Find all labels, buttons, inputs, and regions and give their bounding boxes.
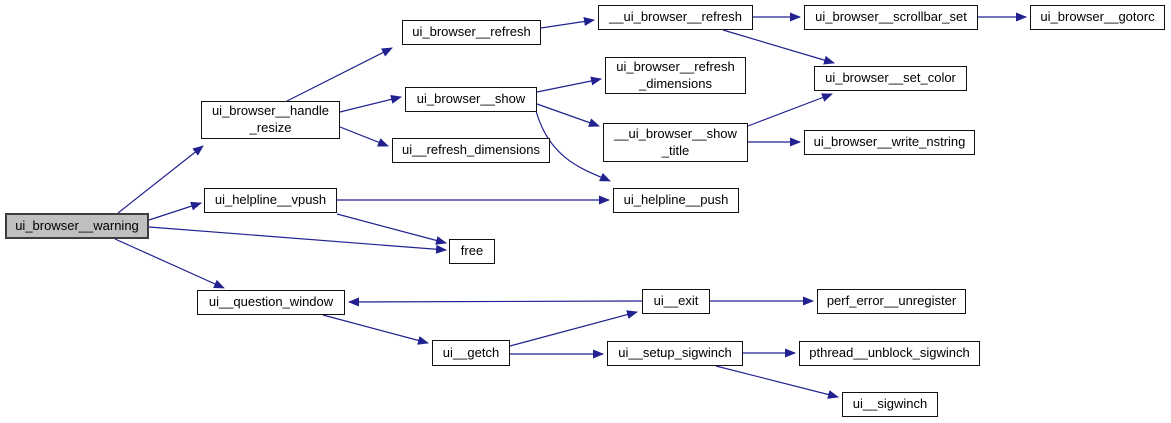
node-ui_browser__set_color[interactable]: ui_browser__set_color	[814, 66, 967, 91]
edge-ui_browser__show-to-ui_browser__refresh_dimensions	[536, 76, 602, 93]
node-ui_browser__gotorc[interactable]: ui_browser__gotorc	[1030, 5, 1165, 30]
edge-ui__question_window-to-ui__getch	[322, 314, 429, 345]
edge-ui_browser__show-to-ui_helpline__push	[535, 110, 611, 182]
node-ui_browser__refresh_dimensions[interactable]: ui_browser__refresh _dimensions	[605, 57, 746, 94]
node-ui__setup_sigwinch[interactable]: ui__setup_sigwinch	[607, 341, 743, 366]
node-ui_browser__write_nstring[interactable]: ui_browser__write_nstring	[804, 130, 975, 155]
edge-__ui_browser__show_title-to-ui_browser__set_color	[747, 93, 833, 127]
node-ui__refresh_dimensions[interactable]: ui__refresh_dimensions	[392, 138, 550, 163]
edge-ui_browser__show-to-__ui_browser__show_title	[536, 103, 600, 127]
edge-ui__getch-to-ui__exit	[509, 310, 638, 347]
edge-ui__setup_sigwinch-to-ui__sigwinch	[715, 365, 839, 399]
node-free[interactable]: free	[449, 239, 495, 264]
edge-ui_browser__refresh-to-__ui_browser__refresh	[540, 17, 595, 29]
node-ui_browser__refresh[interactable]: ui_browser__refresh	[402, 20, 541, 45]
node-pthread__unblock_sigwinch[interactable]: pthread__unblock_sigwinch	[799, 341, 980, 366]
node-ui__question_window[interactable]: ui__question_window	[197, 290, 345, 315]
edge-ui__exit-to-ui__question_window	[348, 297, 643, 307]
node-ui__getch[interactable]: ui__getch	[432, 340, 510, 366]
node-ui_browser__handle_resize[interactable]: ui_browser__handle _resize	[201, 101, 340, 139]
edge-ui_browser__warning-to-ui__question_window	[114, 238, 225, 289]
node-ui_browser__scrollbar_set[interactable]: ui_browser__scrollbar_set	[804, 5, 978, 30]
node-ui__exit[interactable]: ui__exit	[642, 289, 710, 314]
edge-ui_helpline__vpush-to-free	[336, 213, 447, 245]
node-perf_error__unregister[interactable]: perf_error__unregister	[817, 289, 966, 314]
node-ui_browser__warning[interactable]: ui_browser__warning	[5, 213, 149, 239]
node-ui_helpline__push[interactable]: ui_helpline__push	[613, 188, 739, 213]
edge-ui_browser__handle_resize-to-ui_browser__refresh	[286, 47, 393, 102]
edge-ui_browser__handle_resize-to-ui__refresh_dimensions	[339, 126, 389, 147]
node-ui_browser__show[interactable]: ui_browser__show	[405, 87, 537, 112]
edge-__ui_browser__refresh-to-ui_browser__set_color	[722, 29, 835, 65]
edge-ui_browser__warning-to-ui_browser__handle_resize	[117, 145, 204, 214]
edge-ui_browser__handle_resize-to-ui_browser__show	[339, 95, 402, 113]
node-__ui_browser__show_title[interactable]: __ui_browser__show _title	[603, 123, 748, 162]
node-ui_helpline__vpush[interactable]: ui_helpline__vpush	[204, 188, 337, 213]
edge-ui_browser__warning-to-free	[148, 226, 447, 254]
edge-ui_browser__warning-to-ui_helpline__vpush	[148, 201, 202, 221]
node-ui__sigwinch[interactable]: ui__sigwinch	[842, 392, 938, 417]
node-__ui_browser__refresh[interactable]: __ui_browser__refresh	[598, 5, 753, 30]
